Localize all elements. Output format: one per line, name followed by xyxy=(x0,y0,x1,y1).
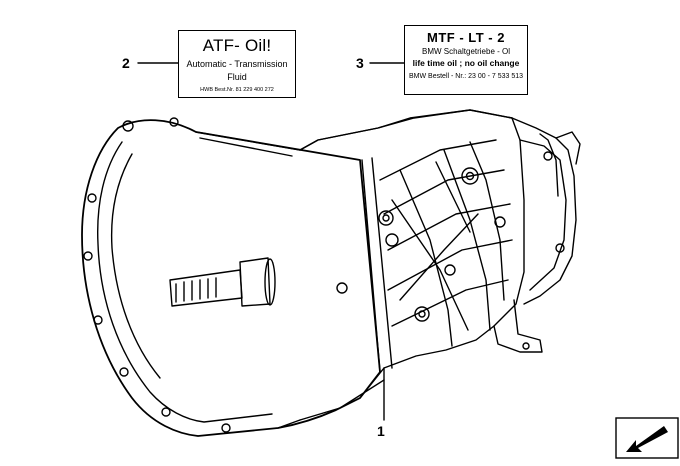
atf-label-subtitle-line2: Fluid xyxy=(227,72,247,82)
callout-2: 2 xyxy=(122,55,130,71)
mtf-label-title: MTF - LT - 2 xyxy=(427,30,505,45)
mtf-label-note: life time oil ; no oil change xyxy=(412,58,520,68)
callout-3: 3 xyxy=(356,55,364,71)
atf-label-part-number: HWB Best.Nr. 81 229 400 272 xyxy=(200,87,274,93)
input-shaft xyxy=(169,269,243,307)
bell-housing-outline xyxy=(81,119,381,437)
main-case-outline xyxy=(299,109,525,411)
mtf-label-part-number: BMW Bestell - Nr.: 23 00 - 7 533 513 xyxy=(409,73,523,80)
atf-label-title: ATF- Oil! xyxy=(202,36,272,55)
callout-1: 1 xyxy=(377,423,385,439)
atf-oil-label: ATF- Oil! Automatic - Transmission Fluid… xyxy=(178,30,296,98)
mtf-label-subtitle: BMW Schaltgetriebe - Ol xyxy=(421,47,511,56)
mtf-oil-label: MTF - LT - 2 BMW Schaltgetriebe - Ol lif… xyxy=(404,25,528,95)
rear-extension xyxy=(511,117,577,305)
arrow-down-left-icon xyxy=(615,417,679,459)
mount-bracket xyxy=(493,299,543,353)
atf-label-subtitle-line1: Automatic - Transmission xyxy=(186,59,288,69)
